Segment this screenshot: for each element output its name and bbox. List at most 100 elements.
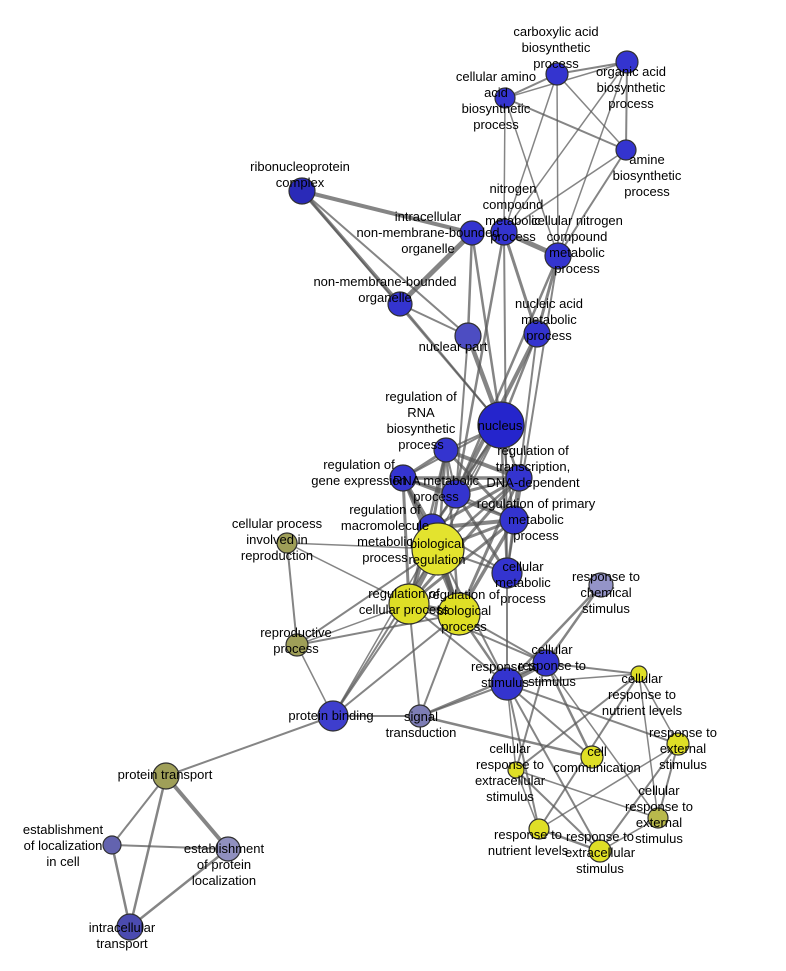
edge-cellular_process_involved_in_reproduction--reproductive_process	[286, 542, 298, 646]
node-label-protein_transport: protein transport	[118, 767, 213, 782]
node-RNA_metabolic_process[interactable]	[441, 479, 471, 509]
edge-cellular_response_to_stimulus--cell_communication	[544, 661, 594, 759]
edge-cellular_response_to_stimulus--response_to_chemical_stimulus	[544, 583, 603, 665]
node-label-nucleus: nucleus	[478, 418, 523, 433]
edge-cellular_response_to_extracellular_stimulus--cellular_response_to_external_stimulus	[515, 769, 659, 819]
edge-cellular_amino_acid_biosynthetic_process--amine_biosynthetic_process	[504, 97, 627, 151]
node-cellular_metabolic_process[interactable]	[491, 557, 523, 589]
node-establishment_of_localization_in_cell[interactable]	[102, 835, 122, 855]
edges-layer	[110, 61, 679, 929]
node-non_membrane_bounded_organelle[interactable]	[387, 291, 413, 317]
edge-establishment_of_protein_localization--intracellular_transport	[128, 847, 230, 929]
node-regulation_of_cellular_process[interactable]	[388, 583, 430, 625]
edge-response_to_extracellular_stimulus--cellular_response_to_extracellular_stimulus	[515, 769, 601, 852]
edge-organic_acid_biosynthetic_process--amine_biosynthetic_process	[625, 61, 628, 151]
node-nucleus[interactable]	[477, 401, 525, 449]
edge-protein_transport--intracellular_transport	[128, 774, 168, 929]
node-organic_acid_biosynthetic_process[interactable]	[615, 50, 639, 74]
edge-regulation_of_cellular_process--cellular_response_to_stimulus	[408, 603, 547, 664]
node-protein_binding[interactable]	[317, 700, 349, 732]
node-label-nuclear_part: nuclear part	[419, 339, 488, 354]
node-intracellular_non_membrane_bounded_organelle[interactable]	[459, 220, 485, 246]
node-response_to_stimulus[interactable]	[490, 667, 524, 701]
node-cellular_nitrogen_compound_metabolic_process[interactable]	[544, 242, 572, 270]
node-reproductive_process[interactable]	[285, 633, 309, 657]
node-response_to_chemical_stimulus[interactable]	[588, 572, 614, 598]
edge-cellular_response_to_nutrient_levels--cellular_response_to_extracellular_stimulus	[515, 673, 640, 771]
edge-intracellular_non_membrane_bounded_organelle--nuclear_part	[466, 231, 474, 338]
node-amine_biosynthetic_process[interactable]	[615, 139, 637, 161]
node-label-protein_binding: protein binding	[288, 708, 373, 723]
node-regulation_of_transcription_DNA_dependent[interactable]	[505, 464, 533, 492]
node-cellular_response_to_extracellular_stimulus[interactable]	[507, 761, 525, 779]
node-biological_regulation[interactable]	[411, 522, 465, 576]
node-cellular_response_to_nutrient_levels[interactable]	[630, 665, 648, 683]
node-cell_communication[interactable]	[580, 745, 604, 769]
node-protein_transport[interactable]	[152, 762, 180, 790]
node-nitrogen_compound_metabolic_process[interactable]	[490, 218, 518, 246]
edge-cellular_response_to_stimulus--cellular_response_to_extracellular_stimulus	[515, 662, 547, 771]
node-nucleic_acid_metabolic_process[interactable]	[523, 320, 551, 348]
node-signal_transduction[interactable]	[408, 704, 432, 728]
node-cellular_amino_acid_biosynthetic_process[interactable]	[494, 87, 516, 109]
edge-amine_biosynthetic_process--nitrogen_compound_metabolic_process	[503, 149, 627, 233]
edge-carboxylic_acid_biosynthetic_process--nitrogen_compound_metabolic_process	[503, 73, 558, 233]
edge-response_to_stimulus--response_to_extracellular_stimulus	[506, 683, 601, 852]
node-cellular_response_to_external_stimulus[interactable]	[647, 807, 669, 829]
node-nuclear_part[interactable]	[454, 322, 482, 350]
node-response_to_extracellular_stimulus[interactable]	[588, 839, 612, 863]
node-response_to_nutrient_levels[interactable]	[528, 818, 550, 840]
node-cellular_process_involved_in_reproduction[interactable]	[276, 532, 298, 554]
node-regulation_of_gene_expression[interactable]	[389, 464, 417, 492]
edge-reproductive_process--regulation_of_biological_process	[296, 613, 460, 646]
edge-nucleus--cellular_metabolic_process	[499, 423, 509, 575]
node-cellular_response_to_stimulus[interactable]	[532, 649, 560, 677]
node-carboxylic_acid_biosynthetic_process[interactable]	[545, 62, 569, 86]
edge-response_to_stimulus--response_to_nutrient_levels	[506, 683, 540, 830]
edge-regulation_of_gene_expression--regulation_of_cellular_process	[401, 476, 411, 606]
edge-ribonucleoprotein_complex--intracellular_non_membrane_bounded_organelle	[300, 189, 474, 235]
edge-cellular_response_to_stimulus--signal_transduction	[418, 661, 548, 718]
edge-protein_binding--biological_regulation	[332, 548, 439, 717]
edge-protein_binding--nucleus	[332, 424, 502, 717]
edge-regulation_of_cellular_process--response_to_stimulus	[408, 603, 508, 685]
edge-cellular_process_involved_in_reproduction--regulation_of_cellular_process	[286, 542, 410, 605]
node-establishment_of_protein_localization[interactable]	[215, 836, 241, 862]
edge-signal_transduction--cell_communication	[418, 714, 594, 759]
edge-cellular_amino_acid_biosynthetic_process--cellular_nitrogen_compound_metabolic_process	[504, 97, 559, 257]
edge-intracellular_non_membrane_bounded_organelle--non_membrane_bounded_organelle	[397, 230, 475, 307]
edge-cellular_nitrogen_compound_metabolic_process--RNA_metabolic_process	[454, 254, 560, 496]
edge-establishment_of_localization_in_cell--establishment_of_protein_localization	[111, 844, 229, 850]
node-regulation_of_primary_metabolic_process[interactable]	[499, 505, 529, 535]
node-ribonucleoprotein_complex[interactable]	[288, 177, 316, 205]
edge-organic_acid_biosynthetic_process--nitrogen_compound_metabolic_process	[503, 61, 628, 233]
node-response_to_external_stimulus[interactable]	[666, 732, 690, 756]
node-regulation_of_RNA_biosynthetic_process[interactable]	[433, 437, 459, 463]
node-intracellular_transport[interactable]	[116, 913, 144, 941]
node-regulation_of_biological_process[interactable]	[437, 592, 481, 636]
edge-nitrogen_compound_metabolic_process--RNA_metabolic_process	[454, 230, 506, 496]
edge-response_to_stimulus--response_to_chemical_stimulus	[505, 583, 603, 686]
